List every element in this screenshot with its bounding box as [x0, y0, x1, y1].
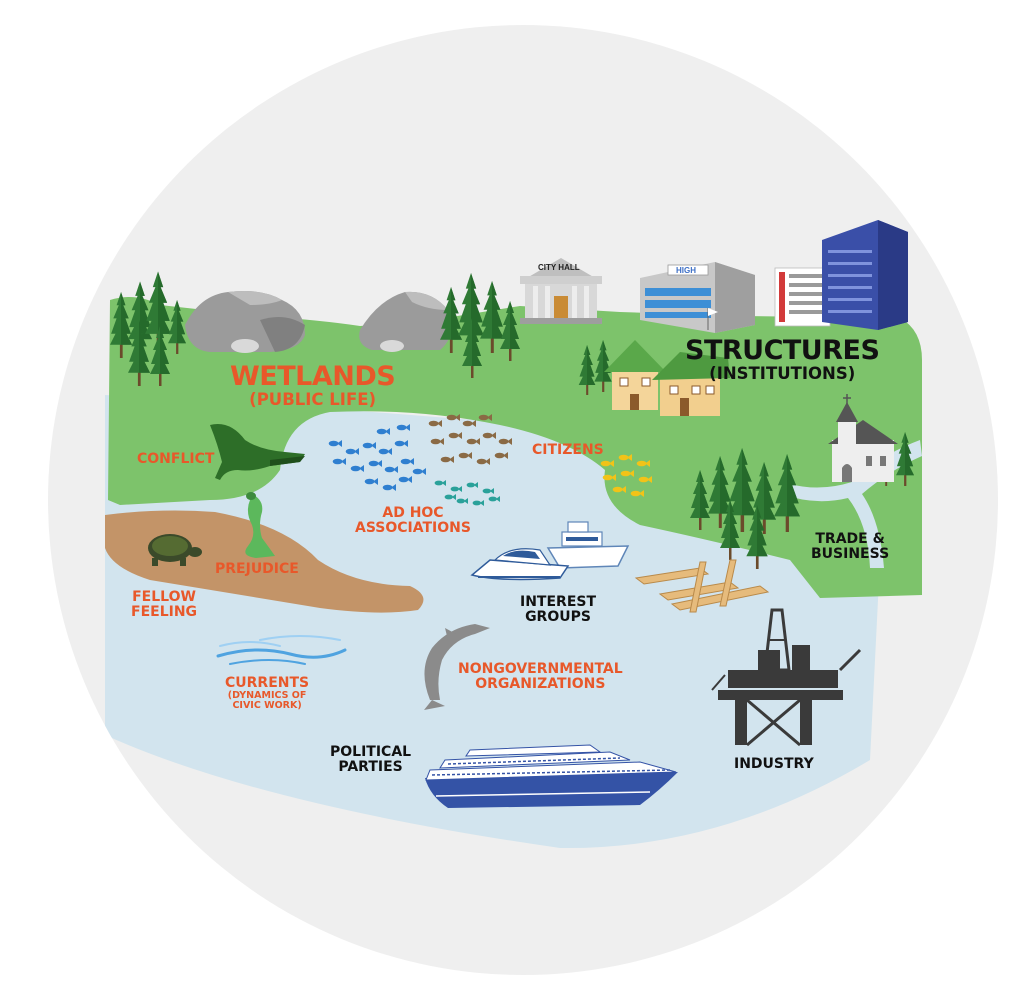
currents-sub-1: (DYNAMICS OF [227, 690, 307, 702]
currents-sub-2: CIVIC WORK) [232, 700, 302, 712]
political-line-1: POLITICAL [330, 744, 412, 760]
alligator [210, 424, 305, 480]
wetlands-subtitle: (PUBLIC LIFE) [249, 390, 377, 410]
high-school-sign: HIGH [676, 266, 696, 275]
trade-line-1: TRADE & [815, 531, 885, 547]
conflict-label: CONFLICT [137, 451, 215, 467]
ad-hoc-line-2: ASSOCIATIONS [355, 520, 471, 537]
trade-business-label: TRADE & BUSINESS [811, 531, 890, 563]
currents-title: CURRENTS [225, 675, 310, 691]
fellow-feeling-label: FELLOW FEELING [131, 589, 198, 621]
rocks-middle [359, 291, 452, 352]
currents-waves [216, 635, 347, 665]
yacht-large [546, 521, 630, 569]
rocks-left [185, 291, 305, 353]
oil-rig [711, 608, 862, 747]
skyscrapers [774, 220, 908, 330]
currents-label: CURRENTS (DYNAMICS OF CIVIC WORK) [225, 675, 310, 712]
structures-label: STRUCTURES (INSTITUTIONS) [685, 335, 880, 384]
citizens-label: CITIZENS [532, 442, 604, 458]
turtle [148, 534, 202, 566]
docks [634, 559, 770, 613]
ngo-line-1: NONGOVERNMENTAL [458, 661, 623, 677]
industry-label: INDUSTRY [734, 756, 814, 772]
prejudice-label: PREJUDICE [215, 561, 299, 577]
fellow-feeling-line-1: FELLOW [132, 589, 196, 605]
ad-hoc-line-1: AD HOC [382, 505, 444, 521]
fellow-feeling-line-2: FEELING [131, 604, 198, 621]
dolphin [424, 624, 490, 710]
interest-line-2: GROUPS [525, 609, 591, 626]
houses [604, 340, 730, 416]
cruise-ship [425, 744, 678, 808]
city-hall [520, 258, 602, 324]
yacht-small [470, 548, 570, 581]
wetlands-title: WETLANDS [230, 361, 396, 392]
wetlands-label: WETLANDS (PUBLIC LIFE) [230, 361, 396, 410]
political-parties-label: POLITICAL PARTIES [330, 744, 412, 776]
city-hall-sign: CITY HALL [538, 263, 580, 272]
ad-hoc-label: AD HOC ASSOCIATIONS [355, 505, 471, 537]
snake [245, 492, 275, 558]
high-school [640, 262, 755, 333]
ngo-line-2: ORGANIZATIONS [475, 676, 606, 693]
structures-subtitle: (INSTITUTIONS) [709, 364, 856, 384]
structures-title: STRUCTURES [685, 335, 880, 366]
political-line-2: PARTIES [338, 759, 403, 776]
trade-line-2: BUSINESS [811, 546, 890, 563]
church [828, 394, 898, 482]
interest-groups-label: INTEREST GROUPS [520, 594, 597, 626]
mud-peninsula [105, 510, 424, 613]
interest-line-1: INTEREST [520, 594, 597, 610]
ngo-label: NONGOVERNMENTAL ORGANIZATIONS [458, 661, 623, 693]
